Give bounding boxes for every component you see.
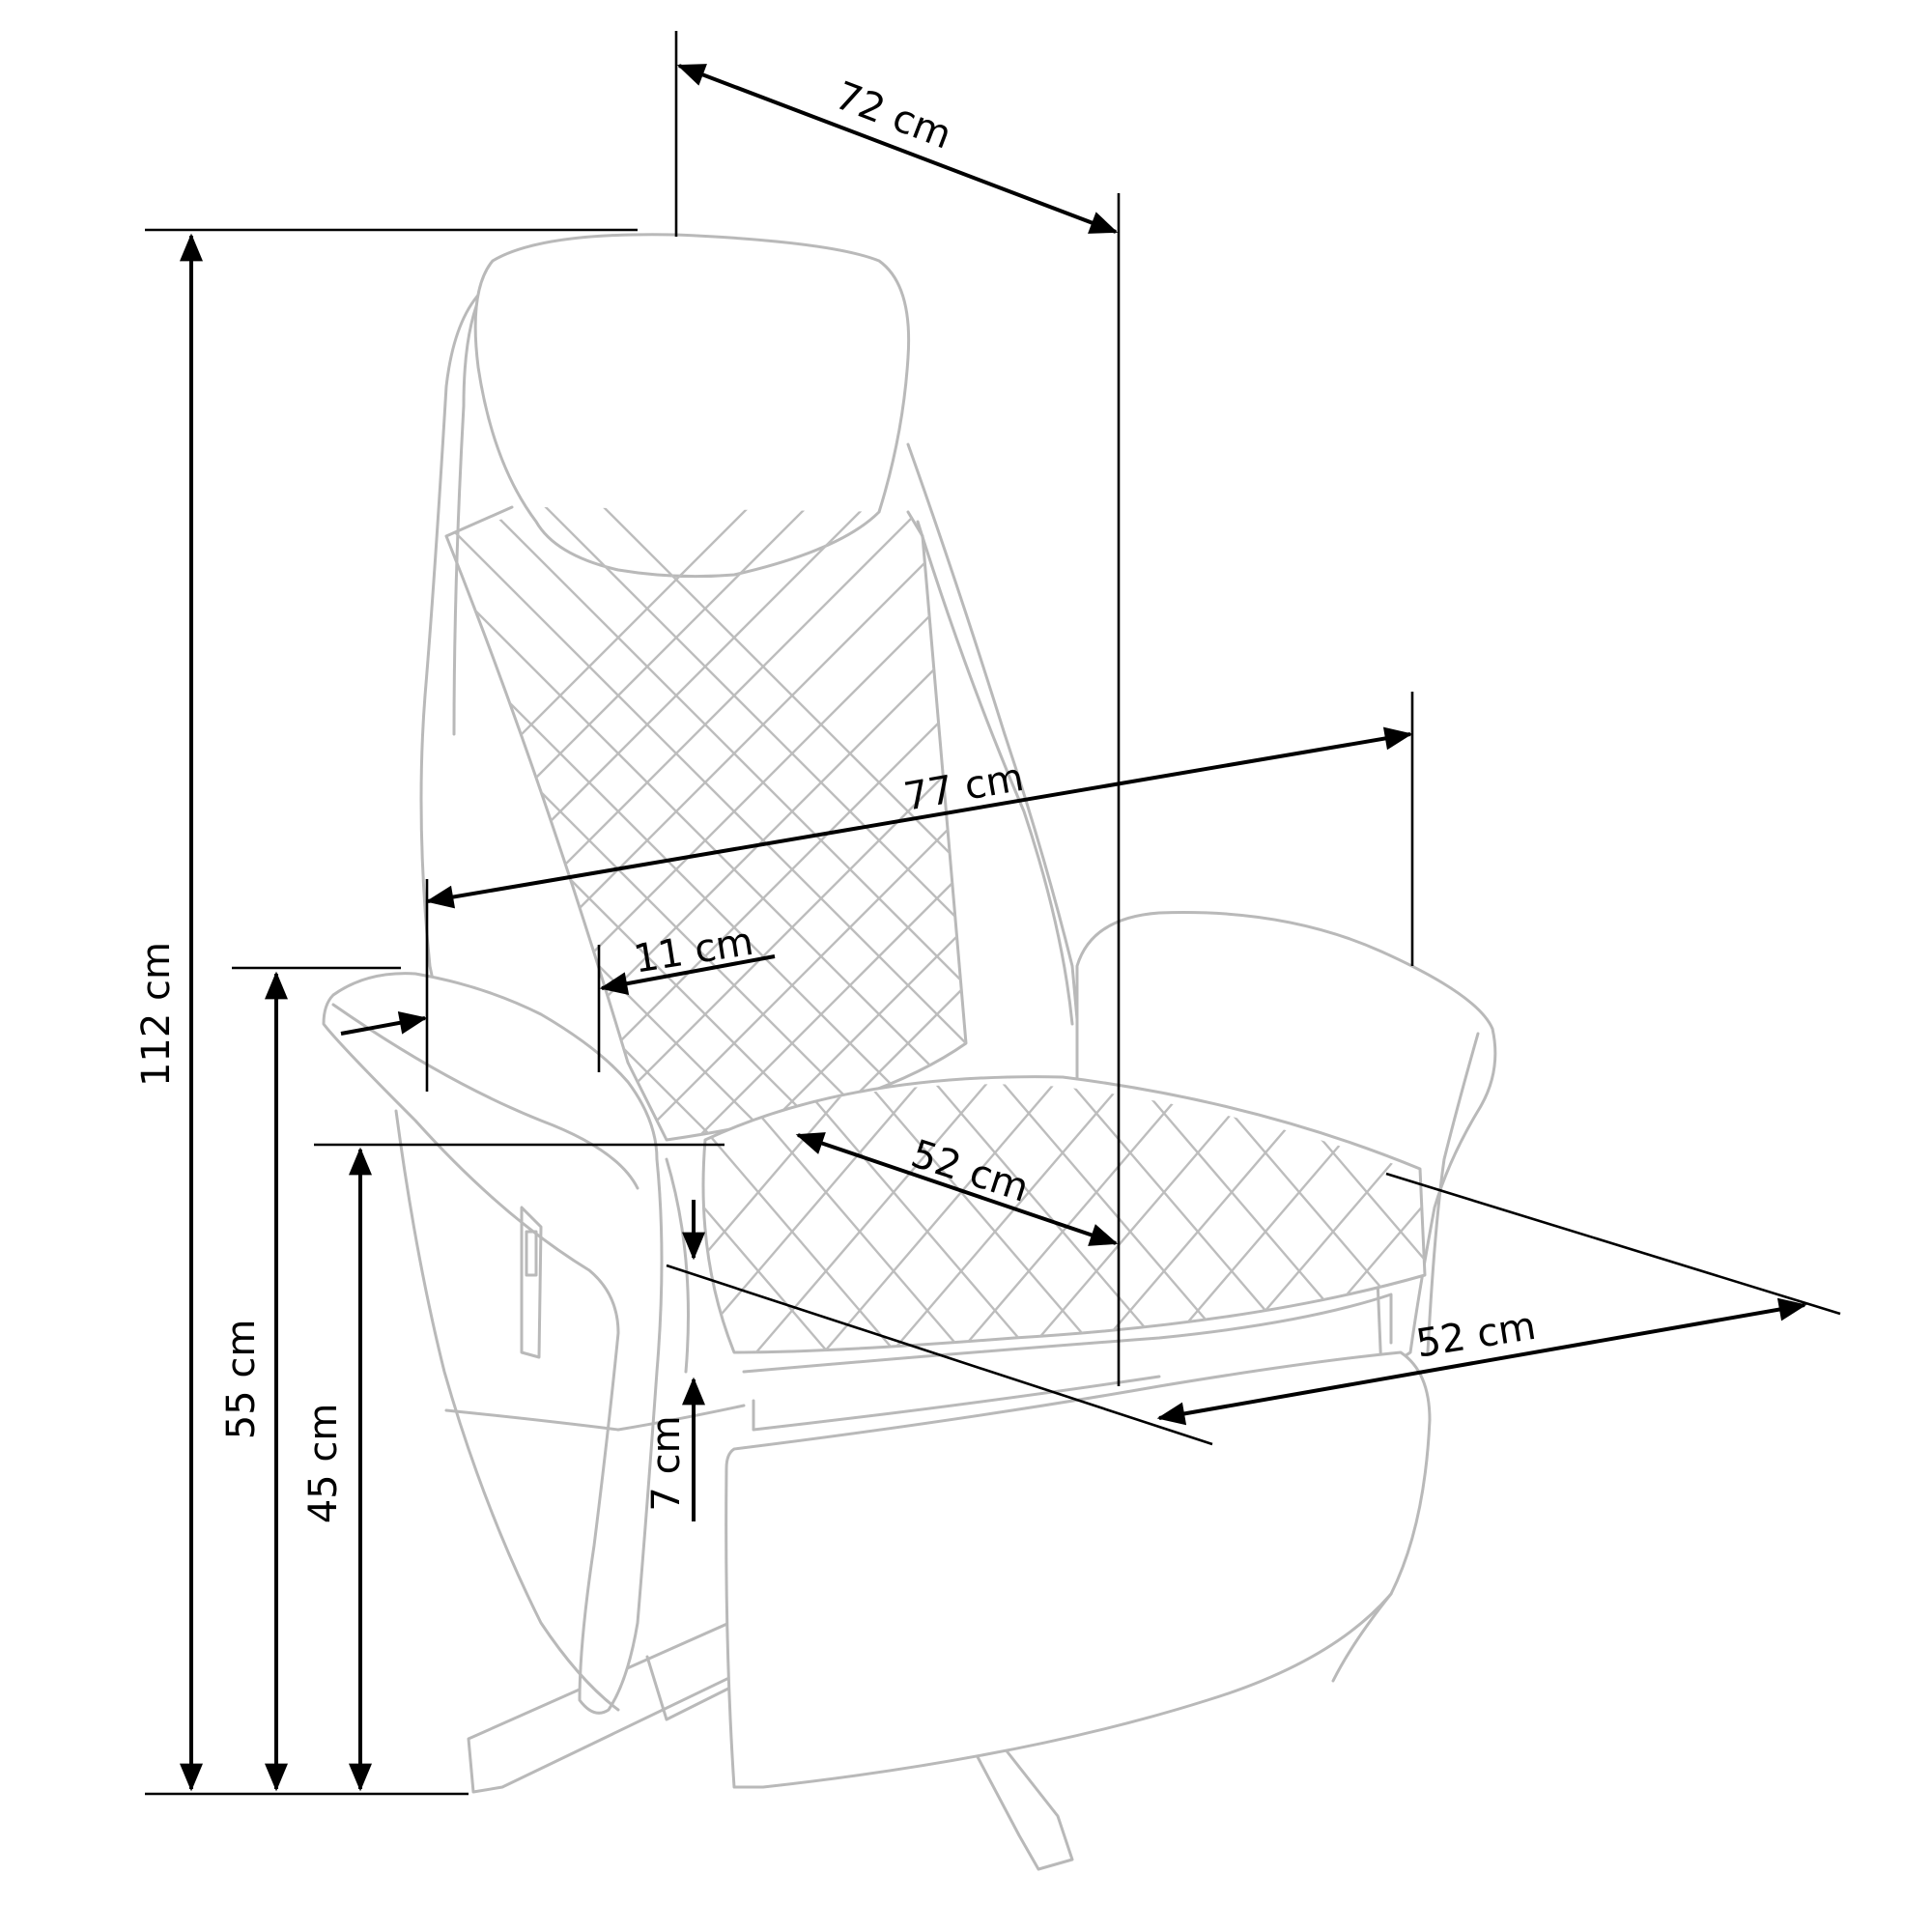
width-overall-dim-line xyxy=(425,726,1413,909)
depth-top-dim-line xyxy=(676,64,1119,234)
side-body xyxy=(394,1109,620,1712)
footrest xyxy=(724,1350,1432,1789)
left-armrest xyxy=(322,972,664,1715)
seat-depth-dim-line xyxy=(795,1132,1119,1246)
height-total-label: 112 cm xyxy=(134,942,179,1087)
chair-foot xyxy=(974,1747,1074,1871)
seat-height-label: 45 cm xyxy=(301,1404,346,1524)
seat-width-label: 52 cm xyxy=(1413,1304,1539,1367)
headrest xyxy=(473,233,911,579)
armrest-width-label: 11 cm xyxy=(631,920,756,982)
chair-illustration xyxy=(322,233,1497,1871)
dimension-lines xyxy=(145,31,1841,1796)
backrest-panel xyxy=(444,505,968,1142)
back-shell xyxy=(419,288,485,1084)
chair-base xyxy=(467,1602,775,1794)
recline-lever xyxy=(520,1206,543,1359)
seat-width-dim-line xyxy=(1156,1297,1807,1426)
seat-thickness-label: 7 cm xyxy=(644,1415,689,1511)
armrest-height-label: 55 cm xyxy=(219,1320,264,1440)
armrest-width-dim-line xyxy=(340,1010,428,1036)
